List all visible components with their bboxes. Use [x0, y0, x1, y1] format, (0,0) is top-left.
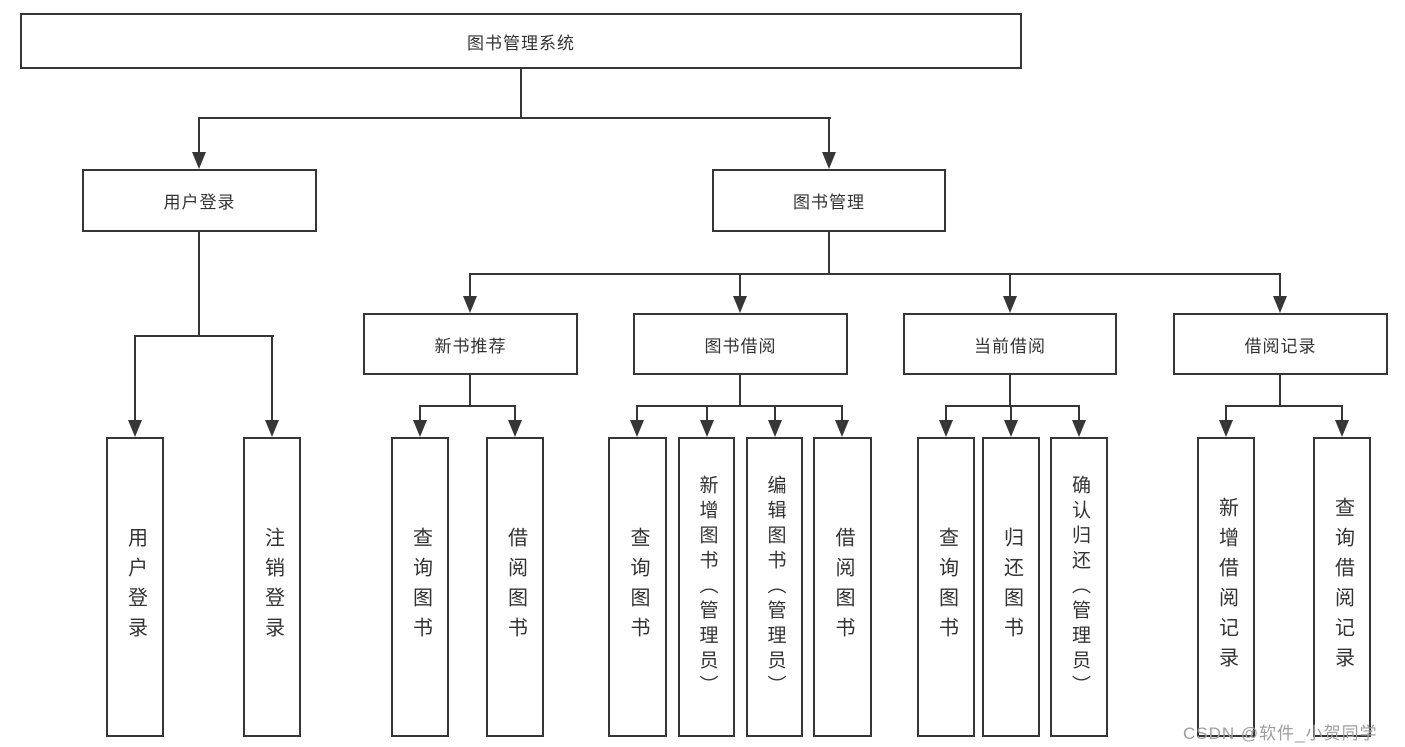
connector-stem	[1010, 405, 1012, 420]
connector-rail	[419, 405, 516, 407]
arrow-down-icon	[413, 420, 427, 437]
arrow-down-icon	[1273, 296, 1287, 313]
connector-stem	[198, 232, 200, 335]
connector-stem	[1279, 273, 1281, 296]
arrow-down-icon	[128, 420, 142, 437]
connector-stem	[514, 405, 516, 420]
node-book-borrowing: 图书借阅	[633, 313, 848, 375]
node-current-borrowing: 当前借阅	[903, 313, 1117, 375]
leaf-return-book: 归还图书	[982, 437, 1040, 737]
connector-stem	[774, 405, 776, 420]
leaf-query-book-recommend: 查询图书	[391, 437, 449, 737]
connector-stem	[1009, 273, 1011, 296]
arrow-down-icon	[265, 420, 279, 437]
connector-level2-rail	[198, 117, 831, 119]
connector-rail	[945, 405, 1080, 407]
watermark: CSDN @软件_小贺同学	[1183, 724, 1378, 743]
leaf-edit-book-admin: 编辑图书（管理员）	[746, 437, 803, 737]
leaf-confirm-return-admin-label: 确认归还（管理员）	[1068, 474, 1090, 700]
arrow-down-icon	[1004, 420, 1018, 437]
arrow-down-icon	[1003, 296, 1017, 313]
leaf-add-book-admin-label: 新增图书（管理员）	[696, 474, 718, 700]
arrow-down-icon	[1335, 420, 1349, 437]
node-borrow-records-label: 借阅记录	[1244, 336, 1317, 356]
connector-stem	[706, 405, 708, 420]
leaf-add-borrow-record: 新增借阅记录	[1197, 437, 1255, 737]
node-book-management-label: 图书管理	[793, 193, 865, 212]
connector-stem	[636, 405, 638, 420]
arrow-down-icon	[463, 296, 477, 313]
arrow-down-icon	[822, 152, 836, 169]
leaf-borrow-book-borrowing-label: 借阅图书	[832, 527, 854, 647]
connector-stem	[1341, 405, 1343, 420]
connector-stem	[1009, 375, 1011, 405]
node-user-login-label: 用户登录	[163, 193, 236, 212]
arrow-down-icon	[768, 420, 782, 437]
connector-rail	[1225, 405, 1343, 407]
leaf-query-borrow-record: 查询借阅记录	[1313, 437, 1371, 737]
leaf-borrow-book-recommend-label: 借阅图书	[504, 527, 527, 647]
connector-stem	[739, 375, 741, 405]
connector-stem	[198, 117, 200, 152]
leaf-query-book-recommend-label: 查询图书	[409, 527, 432, 647]
arrow-down-icon	[835, 420, 849, 437]
connector-stem	[1279, 375, 1281, 405]
arrow-down-icon	[733, 296, 747, 313]
connector-rail	[636, 405, 843, 407]
connector-stem	[828, 117, 830, 152]
node-new-book-recommend-label: 新书推荐	[434, 336, 507, 356]
connector-root-stem	[520, 69, 522, 117]
node-current-borrowing-label: 当前借阅	[974, 336, 1046, 356]
leaf-return-book-label: 归还图书	[1000, 527, 1023, 647]
node-book-management: 图书管理	[712, 169, 946, 232]
arrow-down-icon	[508, 420, 522, 437]
node-new-book-recommend: 新书推荐	[363, 313, 578, 375]
leaf-add-borrow-record-label: 新增借阅记录	[1215, 497, 1238, 677]
arrow-down-icon	[1072, 420, 1086, 437]
leaf-query-borrow-record-label: 查询借阅记录	[1331, 497, 1354, 677]
node-borrow-records: 借阅记录	[1173, 313, 1388, 375]
arrow-down-icon	[1219, 420, 1233, 437]
connector-stem	[134, 335, 136, 420]
connector-stem	[739, 273, 741, 296]
connector-stem	[841, 405, 843, 420]
leaf-logout-login-label: 注销登录	[261, 527, 284, 647]
connector-stem	[419, 405, 421, 420]
leaf-query-book-current: 查询图书	[917, 437, 975, 737]
arrow-down-icon	[939, 420, 953, 437]
leaf-query-book-borrowing-label: 查询图书	[627, 527, 649, 647]
connector-stem	[1078, 405, 1080, 420]
leaf-logout-login: 注销登录	[243, 437, 301, 737]
leaf-query-book-borrowing: 查询图书	[608, 437, 667, 737]
arrow-down-icon	[192, 152, 206, 169]
connector-stem	[945, 405, 947, 420]
leaf-user-login-label: 用户登录	[124, 527, 147, 647]
arrow-down-icon	[700, 420, 714, 437]
node-book-borrowing-label: 图书借阅	[704, 336, 777, 356]
node-root: 图书管理系统	[20, 13, 1022, 69]
connector-stem	[1225, 405, 1227, 420]
leaf-add-book-admin: 新增图书（管理员）	[678, 437, 735, 737]
connector-user-login-rail	[134, 335, 274, 337]
node-user-login: 用户登录	[82, 169, 317, 232]
leaf-borrow-book-borrowing: 借阅图书	[813, 437, 872, 737]
leaf-borrow-book-recommend: 借阅图书	[486, 437, 544, 737]
connector-stem	[469, 375, 471, 405]
arrow-down-icon	[630, 420, 644, 437]
leaf-user-login: 用户登录	[106, 437, 164, 737]
connector-stem	[469, 273, 471, 296]
connector-stem	[271, 335, 273, 420]
leaf-confirm-return-admin: 确认归还（管理员）	[1050, 437, 1108, 737]
node-root-label: 图书管理系统	[467, 33, 575, 53]
connector-level3-rail	[469, 273, 1281, 275]
leaf-edit-book-admin-label: 编辑图书（管理员）	[764, 474, 786, 700]
leaf-query-book-current-label: 查询图书	[935, 527, 958, 647]
connector-stem	[828, 232, 830, 273]
